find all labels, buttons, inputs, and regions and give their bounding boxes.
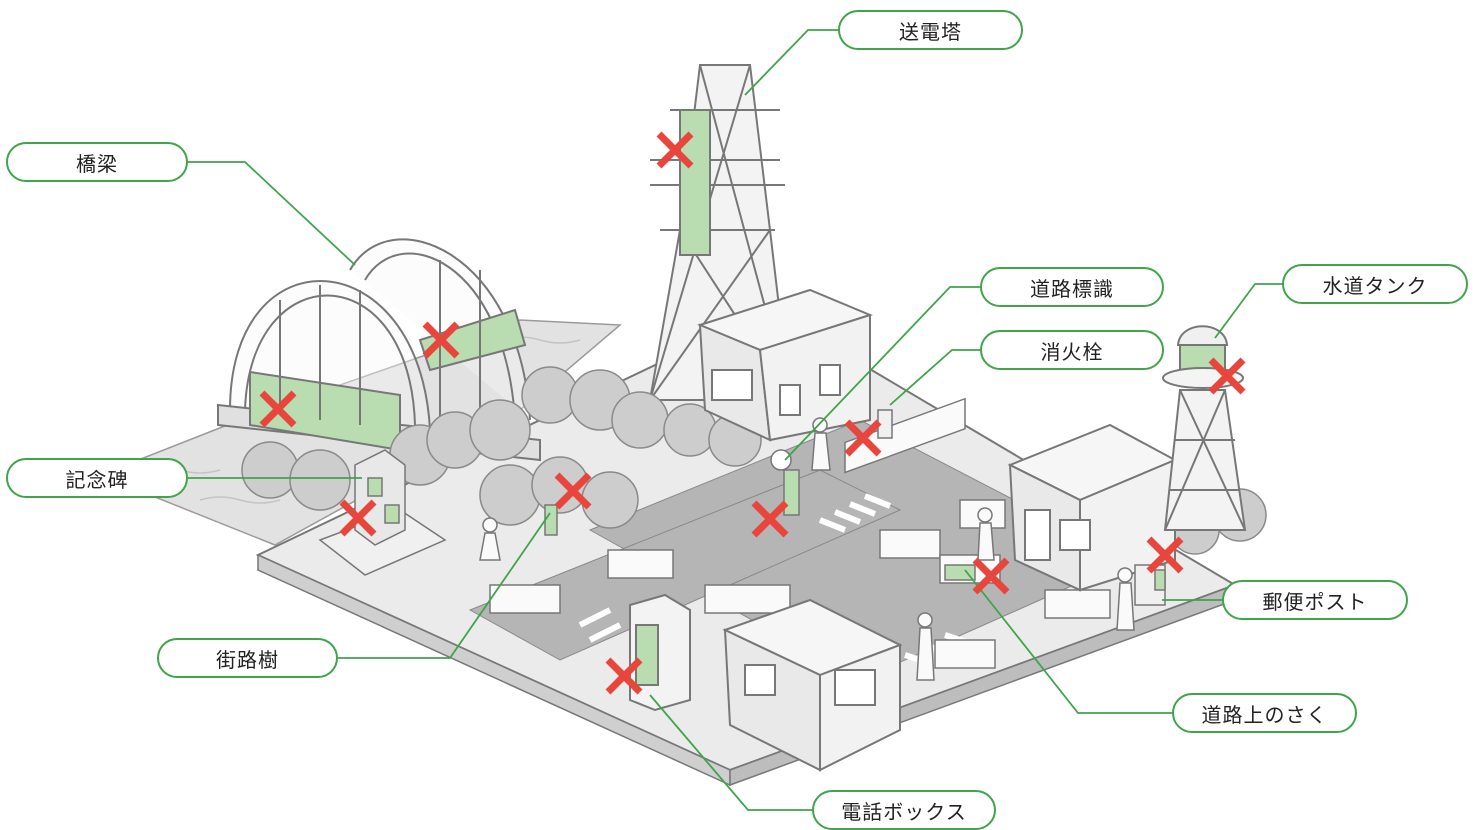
small-objects <box>544 409 1166 606</box>
cross-mark-icon <box>554 472 592 510</box>
label-water-tank: 水道タンク <box>1282 264 1468 304</box>
cross-mark-icon <box>339 499 377 537</box>
people <box>479 417 1135 681</box>
central-building <box>697 288 873 442</box>
cross-mark-icon <box>751 500 789 538</box>
label-bridge: 橋梁 <box>6 142 188 182</box>
cross-mark-icon <box>656 131 694 169</box>
cross-mark-icon <box>1208 357 1246 395</box>
right-building <box>1007 423 1178 592</box>
road-fence-callout-line <box>964 569 1172 714</box>
phone-box-callout-line <box>649 694 812 811</box>
label-phone-box: 電話ボックス <box>812 790 996 830</box>
label-monument: 記念碑 <box>6 458 188 498</box>
water-tank-tower <box>1162 325 1247 531</box>
street-tree-callout-line <box>338 512 551 659</box>
phone-box <box>629 593 691 712</box>
callout-lines <box>188 29 1282 811</box>
label-hydrant: 消火栓 <box>980 330 1164 370</box>
cross-mark-icon <box>422 321 460 359</box>
label-street-tree: 街路樹 <box>157 638 338 678</box>
cross-mark-icon <box>259 390 297 428</box>
tower-callout-line <box>744 29 838 96</box>
cross-mark-icon <box>844 419 882 457</box>
label-post-box: 郵便ポスト <box>1222 580 1408 620</box>
cross-mark-icon <box>972 557 1010 595</box>
water-tank-callout-line <box>1214 283 1282 339</box>
cross-mark-icon <box>605 657 643 695</box>
label-road-fence: 道路上のさく <box>1172 693 1357 733</box>
front-building <box>722 598 903 772</box>
label-road-sign: 道路標識 <box>980 267 1164 307</box>
cross-markers <box>259 131 1246 695</box>
bridge-callout-line <box>188 161 356 266</box>
label-transmission-tower: 送電塔 <box>838 10 1023 50</box>
monument <box>318 449 447 576</box>
hydrant-callout-line <box>889 349 980 406</box>
road-sign-callout-line <box>784 286 980 461</box>
cross-mark-icon <box>1146 536 1184 574</box>
bridge <box>217 238 541 462</box>
